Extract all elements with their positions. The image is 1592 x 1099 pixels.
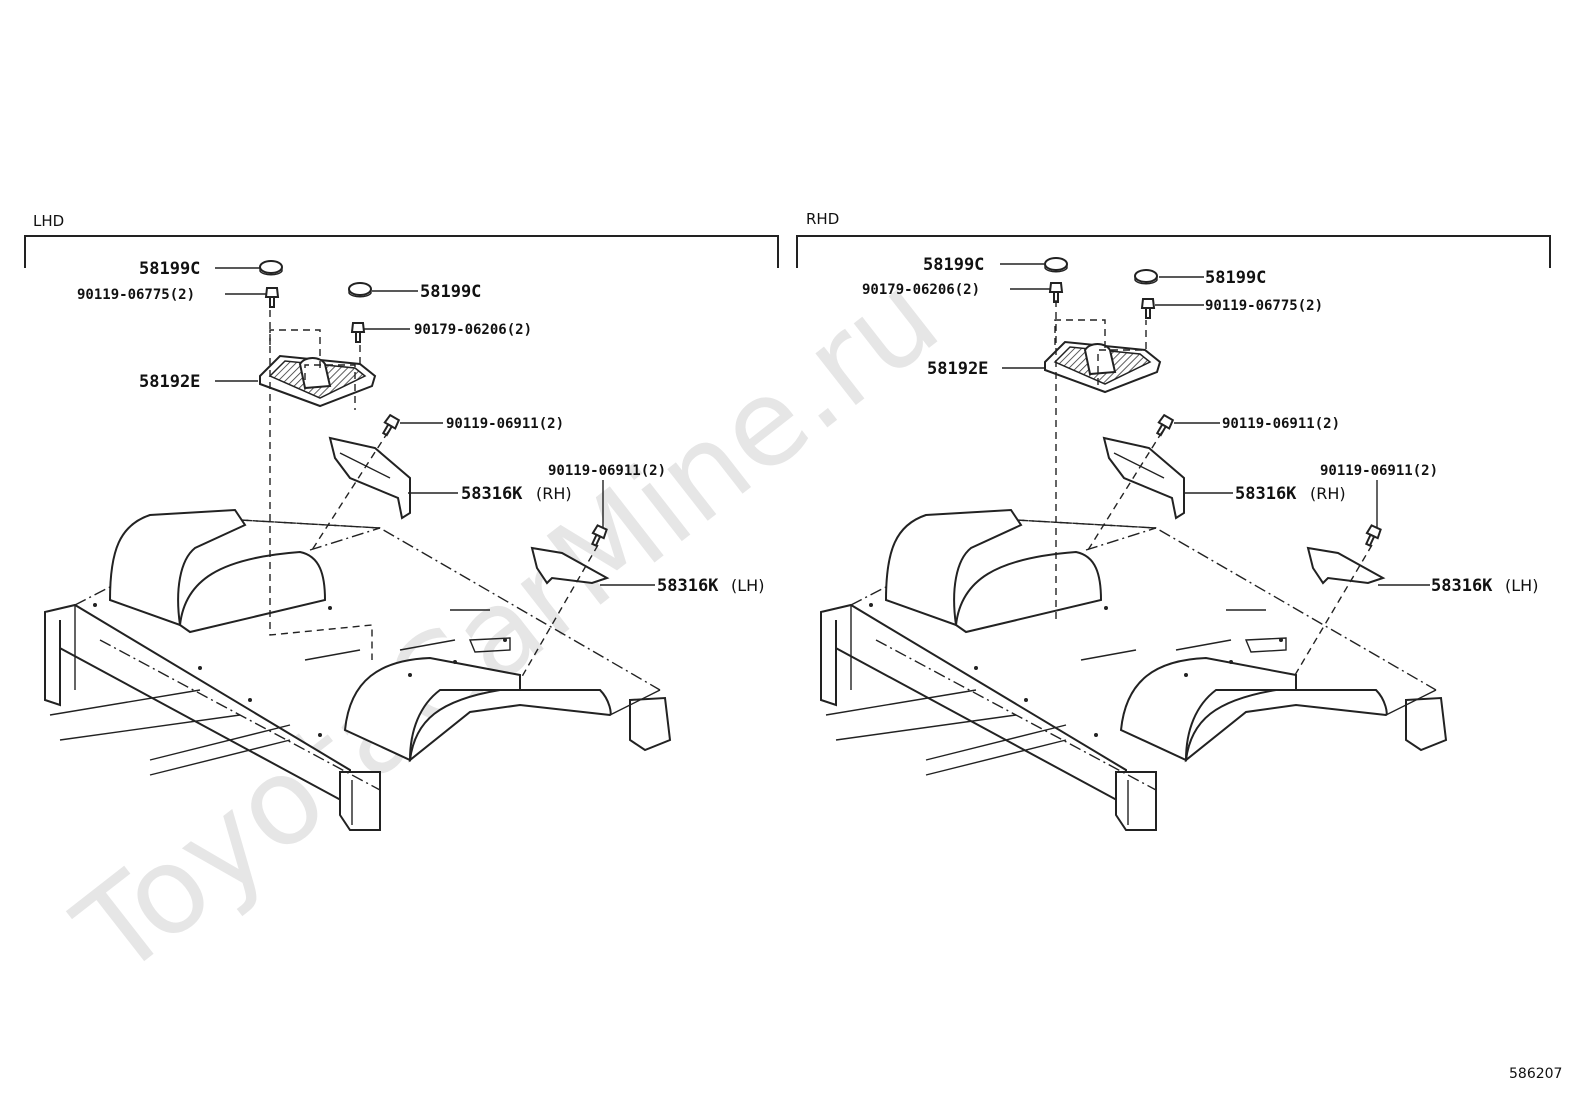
label-58199c: 58199C [923, 255, 984, 275]
cover-58316k-rh [329, 437, 411, 519]
label-58316k-lh: 58316K [1431, 576, 1493, 596]
label-90179-06206: 90179-06206(2) [862, 282, 980, 298]
label-rh-suffix: (RH) [1310, 484, 1346, 503]
label-58316k-rh: 58316K [1235, 484, 1297, 504]
section-bracket [796, 235, 1551, 268]
section-bracket [24, 235, 779, 268]
label-58192e: 58192E [927, 359, 988, 379]
figure-reference-number: 586207 [1509, 1066, 1562, 1082]
panel-lhd: LHD 58199C 90119-06775(2) 58199C 90 [24, 212, 779, 831]
bolt-90119-06911 [1361, 523, 1383, 549]
panel-title: RHD [806, 210, 839, 228]
floor-panel [820, 509, 1447, 831]
label-58199c: 58199C [1205, 268, 1266, 288]
label-90119-06775: 90119-06775(2) [77, 287, 195, 303]
bracket-58192e [259, 355, 376, 407]
label-lh-suffix: (LH) [1505, 576, 1538, 595]
label-58316k-rh: 58316K [461, 484, 523, 504]
cover-58316k-lh [1307, 547, 1384, 584]
label-90119-06911: 90119-06911(2) [1222, 416, 1340, 432]
label-58199c: 58199C [139, 259, 200, 279]
bolt-90119-06775 [1141, 298, 1155, 319]
panel-rhd: RHD 58199C 90179-06206(2) 58199C 90119-0… [796, 210, 1551, 831]
cap-58199c [1134, 269, 1158, 285]
label-58192e: 58192E [139, 372, 200, 392]
panel-title: LHD [33, 212, 64, 230]
label-58316k-lh: 58316K [657, 576, 719, 596]
label-90179-06206: 90179-06206(2) [414, 322, 532, 338]
cap-58199c [259, 260, 283, 276]
bolt-90119-06775 [265, 287, 279, 308]
bolt-90119-06911 [378, 413, 401, 439]
label-58199c: 58199C [420, 282, 481, 302]
label-90119-06911: 90119-06911(2) [446, 416, 564, 432]
label-rh-suffix: (RH) [536, 484, 572, 503]
label-90119-06775: 90119-06775(2) [1205, 298, 1323, 314]
label-lh-suffix: (LH) [731, 576, 764, 595]
label-90119-06911: 90119-06911(2) [1320, 463, 1438, 479]
bolt-90119-06911 [1152, 413, 1175, 439]
cap-58199c [348, 282, 372, 298]
nut-90179-06206 [1049, 282, 1063, 303]
cap-58199c [1044, 257, 1068, 273]
label-90119-06911: 90119-06911(2) [548, 463, 666, 479]
nut-90179-06206 [351, 322, 365, 343]
